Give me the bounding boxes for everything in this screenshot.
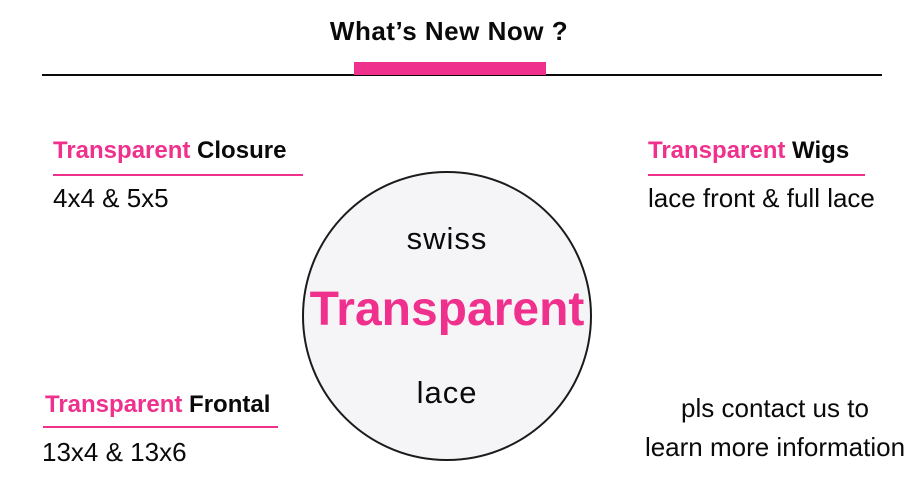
frontal-subtitle: 13x4 & 13x6: [42, 437, 187, 467]
section-title-frontal: Transparent Frontal: [45, 391, 270, 419]
wigs-title-rest: Wigs: [785, 137, 850, 164]
circle-word-swiss: swiss: [406, 221, 488, 256]
closure-subtitle: 4x4 & 5x5: [53, 183, 169, 213]
header-accent-bar: [354, 62, 546, 75]
frontal-title-rest: Frontal: [182, 391, 271, 418]
wigs-subtitle: lace front & full lace: [648, 183, 875, 213]
circle-word-lace: lace: [416, 375, 478, 410]
header-divider-line: [42, 74, 882, 76]
frontal-underline: [43, 426, 278, 428]
frontal-title-highlight: Transparent: [45, 391, 183, 418]
closure-title-rest: Closure: [190, 137, 287, 164]
contact-note-line1: pls contact us to: [681, 393, 869, 423]
contact-note-line2: learn more information: [644, 432, 906, 462]
contact-note: pls contact us to learn more information: [625, 389, 920, 467]
section-title-wigs: Transparent Wigs: [648, 137, 849, 165]
circle-word-transparent: Transparent: [309, 283, 585, 336]
wigs-title-highlight: Transparent: [648, 137, 786, 164]
page-title: What’s New Now ?: [329, 16, 569, 46]
swiss-transparent-lace-circle: swiss Transparent lace: [302, 171, 592, 461]
closure-title-highlight: Transparent: [53, 137, 191, 164]
wigs-underline: [648, 174, 865, 176]
closure-underline: [53, 174, 303, 176]
section-title-closure: Transparent Closure: [53, 137, 286, 165]
